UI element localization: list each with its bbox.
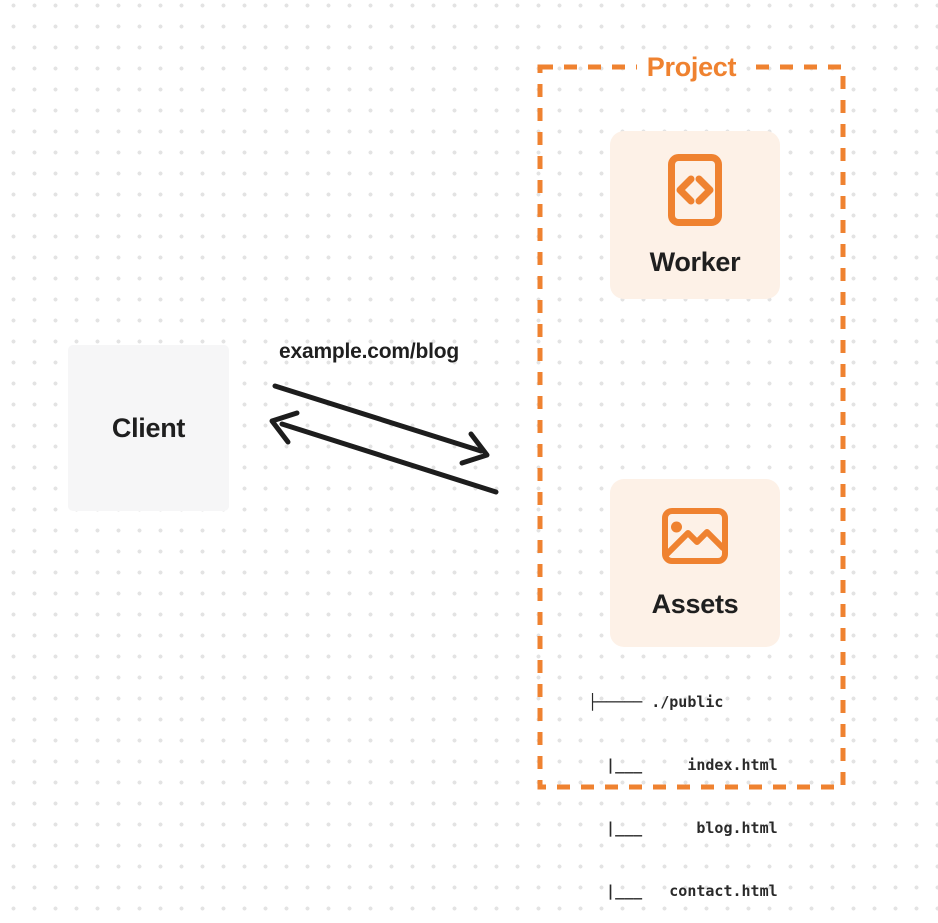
code-document-icon [668,154,722,226]
assets-node: Assets [610,479,780,647]
image-icon [662,508,728,564]
worker-label: Worker [649,247,741,277]
project-container: Project [540,51,843,83]
client-label: Client [111,413,186,443]
request-arrow [272,383,490,466]
file-tree-line: ├───── ./public [588,693,724,711]
diagram-canvas: { "client": { "label": "Client" }, "requ… [0,0,938,900]
file-tree-line: |___ contact.html [588,882,778,900]
file-tree: ├───── ./public |___ index.html |___ blo… [588,650,778,923]
file-tree-line: |___ blog.html [588,819,778,837]
request-url-label: example.com/blog [279,340,460,363]
client-node: Client [68,345,229,511]
worker-node: Worker [610,131,780,299]
file-tree-line: |___ index.html [588,756,778,774]
response-arrow [269,410,499,495]
assets-label: Assets [651,589,739,619]
project-label: Project [636,51,747,83]
